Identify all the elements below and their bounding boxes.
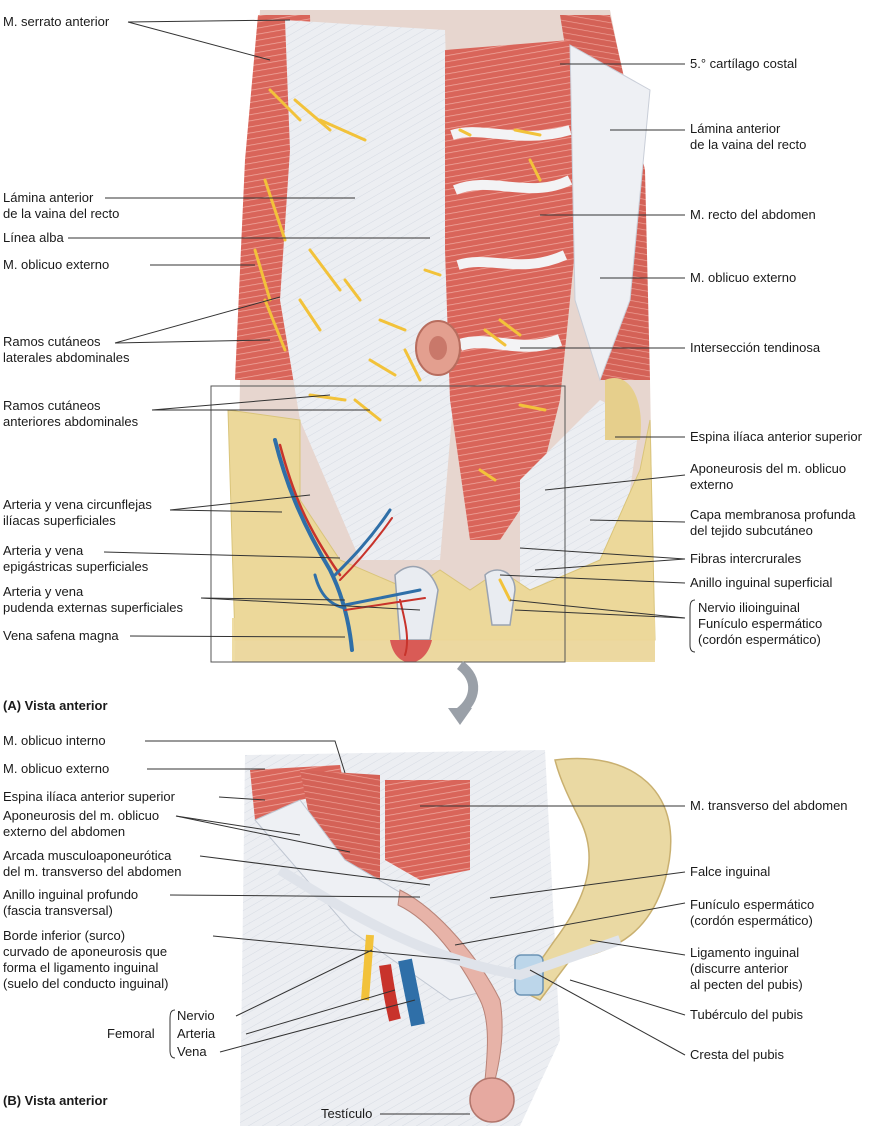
label-interseccion: Intersección tendinosa [690, 340, 821, 355]
femoral-bundle [361, 934, 425, 1027]
label-recto-abdomen: M. recto del abdomen [690, 207, 816, 222]
scrotum-cut [390, 640, 432, 663]
panel-b-art [240, 750, 672, 1126]
caption-panel-a: (A) Vista anterior [3, 698, 108, 713]
intersection-1 [450, 125, 572, 141]
label-cartilago-costal: 5.° cartílago costal [690, 56, 798, 71]
superficial-vessels [273, 438, 426, 656]
label-falce-inguinal: Falce inguinal [690, 864, 771, 879]
leader-lines [68, 19, 696, 1115]
label-testiculo: Testículo [321, 1106, 373, 1121]
label-espina-iliaca: Espina ilíaca anterior superior [690, 429, 862, 444]
transversus-b [385, 780, 470, 880]
reflected-sheath [569, 44, 651, 382]
label-linea-alba: Línea alba [3, 230, 64, 245]
label-oblicuo-externo-left: M. oblicuo externo [3, 257, 110, 272]
label-femoral: Femoral [107, 1026, 155, 1041]
intersection-4 [458, 334, 563, 352]
label-oblicuo-externo-b: M. oblicuo externo [3, 761, 110, 776]
label-oblicuo-externo-right: M. oblicuo externo [690, 270, 797, 285]
asis-patch [605, 378, 641, 440]
label-serrato-anterior: M. serrato anterior [3, 14, 110, 29]
label-espina-iliaca-b: Espina ilíaca anterior superior [3, 789, 175, 804]
label-femoral-vena: Vena [177, 1044, 207, 1059]
label-fibras-intercrurales: Fibras intercrurales [690, 551, 802, 566]
rectus-sheath-left [280, 20, 455, 560]
cutaneous-nerves [253, 88, 547, 602]
panel-a-art [210, 10, 656, 725]
label-funiculo-a: Funículo espermático(cordón espermático) [698, 616, 823, 647]
lower-flap [232, 618, 655, 662]
label-femoral-arteria: Arteria [177, 1026, 216, 1041]
label-tuberculo-pubis: Tubérculo del pubis [690, 1007, 803, 1022]
intersection-3 [456, 250, 568, 270]
label-safena: Vena safena magna [3, 628, 119, 643]
arrow-to-b [456, 661, 479, 716]
label-femoral-nervio: Nervio [177, 1008, 215, 1023]
intersection-2 [453, 175, 573, 195]
internal-oblique-b [300, 770, 380, 880]
label-anillo-superficial: Anillo inguinal superficial [690, 575, 833, 590]
detail-box [210, 385, 566, 663]
label-borde-inferior: Borde inferior (surco)curvado de aponeur… [3, 928, 169, 991]
testis [469, 1077, 515, 1123]
label-oblicuo-interno: M. oblicuo interno [3, 733, 106, 748]
label-anillo-profundo: Anillo inguinal profundo(fascia transver… [3, 887, 139, 918]
caption-panel-b: (B) Vista anterior [3, 1093, 108, 1108]
rectus-abdominis [445, 40, 575, 540]
label-funiculo-b: Funículo espermático(cordón espermático) [690, 897, 815, 928]
label-transverso: M. transverso del abdomen [690, 798, 848, 813]
label-cresta-pubis: Cresta del pubis [690, 1047, 784, 1062]
label-nervio-ilioinguinal: Nervio ilioinguinal [698, 600, 800, 615]
inguinal-ligament [277, 865, 622, 981]
